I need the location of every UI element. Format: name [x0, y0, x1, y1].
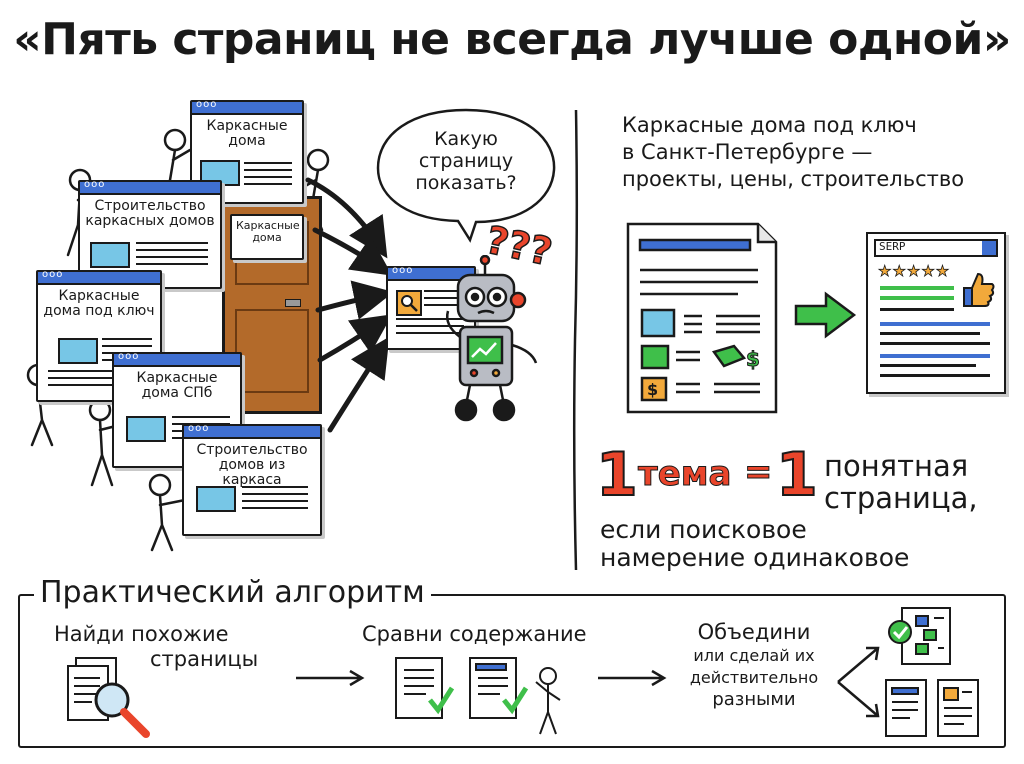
bubble-line-2: страницу [418, 150, 514, 172]
arrow-step-1 [296, 669, 365, 687]
rating-stars-icon: ★★★★★ [878, 262, 951, 281]
serp-window: SERP ★★★★★ [866, 232, 1006, 394]
green-arrow [794, 291, 857, 339]
page-card-label: Каркасные дома СПб [136, 370, 218, 401]
page-card-label: Каркасные дома [206, 118, 288, 149]
thumbs-up-icon [963, 272, 995, 307]
serp-label: SERP [879, 240, 906, 253]
compare-docs-icon [395, 657, 561, 735]
svg-text:$: $ [647, 380, 658, 399]
bubble-line-1: Какую [434, 128, 498, 150]
equation-rest-line-1: понятная [824, 449, 969, 483]
page-card-label: Строительство каркасных домов [85, 198, 215, 229]
door-page: Каркасные дома [230, 214, 304, 260]
door-page-label: Каркасные дома [236, 219, 300, 244]
page-card-4: Каркасные дома СПб [112, 351, 242, 468]
page-card-label: Каркасные дома под ключ [43, 288, 155, 319]
equation-rest-line-2: страница, [824, 481, 978, 515]
step-3-line-1: Объедини [697, 620, 811, 644]
bubble-line-3: показать? [415, 172, 517, 194]
condition-line-1: если поисковое [600, 515, 807, 544]
speech-bubble-text: Какую страницу показать? [386, 128, 546, 194]
heading-line-2: в Санкт-Петербурге — [622, 140, 873, 164]
svg-text:$: $ [746, 347, 760, 371]
page-card-5: Строительство домов из каркаса [182, 423, 322, 536]
step-3-line-4: разными [712, 689, 796, 710]
door-handle [285, 299, 301, 307]
algorithm-panel [18, 594, 1006, 748]
arrows-to-robot [305, 177, 394, 433]
step-3-line-3: действительно [689, 668, 819, 687]
panel-divider [572, 110, 579, 570]
serp-search-icon [982, 241, 996, 255]
equation-equals: = [744, 452, 773, 493]
result-docs-icon [885, 607, 979, 737]
arrow-step-2 [598, 669, 667, 687]
step-2-text: Сравни содержание [362, 622, 587, 647]
robot-icon [446, 255, 538, 422]
algorithm-title: Практический алгоритм [34, 575, 431, 610]
condition-text: если поисковое намерение одинаковое [600, 516, 909, 572]
step-2-word-2: содержание [449, 622, 587, 646]
step-1-word-2: похожие [131, 622, 229, 646]
step-1-text: Найди похожие страницы [54, 622, 258, 672]
speech-bubble [376, 108, 556, 243]
step-2-word-1: Сравни [362, 622, 443, 646]
step-3-line-2: или сделай их [693, 646, 815, 665]
heading-line-1: Каркасные дома под ключ [622, 113, 917, 137]
right-heading: Каркасные дома под ключ в Санкт-Петербур… [622, 112, 1012, 193]
content-document: $ $ [626, 222, 778, 414]
split-arrows [837, 646, 880, 718]
page-title: «Пять страниц не всегда лучше одной» [13, 14, 1011, 65]
heading-line-3: проекты, цены, строительство [622, 167, 965, 191]
serp-searchbar: SERP [874, 239, 998, 257]
equation-number-1: 1 [595, 439, 639, 511]
step-1-line-2: страницы [150, 647, 259, 671]
step-3-text: Объедини или сделай их действительно раз… [672, 620, 836, 711]
step-1-word-1: Найди [54, 622, 125, 646]
equation-rest: понятная страница, [824, 450, 978, 514]
magnifier-docs-icon [67, 657, 150, 738]
search-icon [396, 290, 422, 316]
condition-line-2: намерение одинаковое [600, 543, 910, 572]
equation-word: тема [638, 454, 732, 495]
equation-number-2: 1 [775, 439, 819, 511]
page-card-label: Строительство домов из каркаса [196, 442, 308, 488]
